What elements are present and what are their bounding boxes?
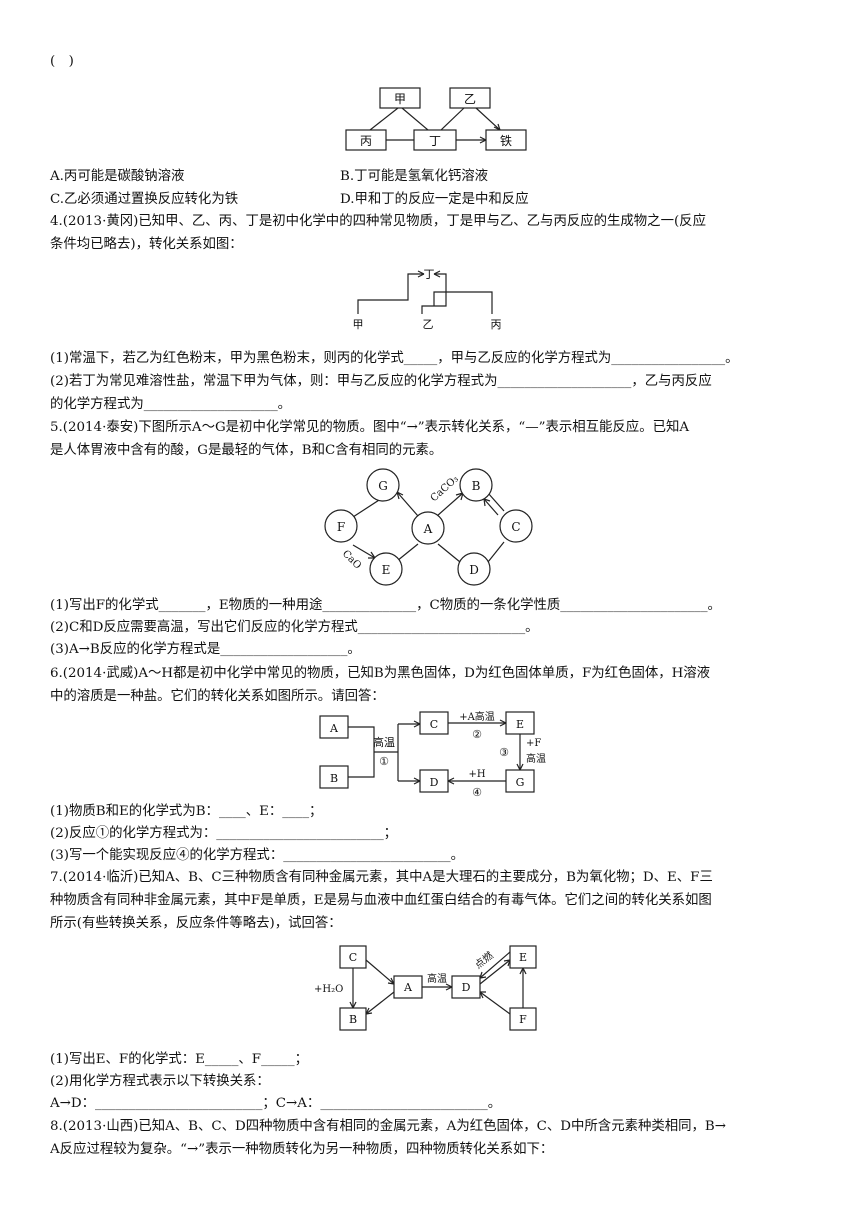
q3-node-ding: 丁 — [429, 134, 441, 148]
q7-diagram: C B A D E F 高温 +H₂O 点燃 — [314, 945, 537, 1031]
q6-label-step2: ② — [472, 728, 482, 741]
q8-stem-line2: A反应过程较为复杂。“→”表示一种物质转化为另一种物质，四种物质转化关系如下： — [50, 1142, 554, 1157]
q5-node-a: A — [423, 522, 433, 536]
q6-sub2: (2)反应①的化学方程式为：_________________________； — [50, 826, 398, 841]
q4-diagram: 丁 甲 乙 丙 — [353, 268, 502, 331]
q3-option-b: B.丁可能是氢氧化钙溶液 — [340, 169, 489, 184]
q5-stem-line2: 是人体胃液中含有的酸，G是最轻的气体，B和C含有相同的元素。 — [50, 443, 443, 458]
q6-label-step1: ① — [379, 755, 389, 768]
q6-label-plus-h: +H — [468, 769, 485, 780]
q3-node-yi: 乙 — [464, 92, 476, 106]
q4-sub2-line2: 的化学方程式为____________________。 — [50, 397, 292, 412]
q4-node-bing: 丙 — [491, 318, 502, 331]
q6-stem-line1: 6.(2014·武威)A～H都是初中化学中常见的物质，已知B为黑色固体，D为红色… — [50, 666, 711, 681]
q7-node-e: E — [519, 951, 527, 964]
q4-sub2-line1: (2)若丁为常见难溶性盐，常温下甲为气体，则：甲与乙反应的化学方程式为_____… — [50, 374, 712, 389]
q3-diagram: 甲 乙 丙 丁 铁 — [345, 87, 527, 151]
q7-sub2: (2)用化学方程式表示以下转换关系： — [50, 1074, 270, 1089]
q7-node-b: B — [349, 1013, 357, 1026]
q6-label-gaowen3: 高温 — [526, 752, 546, 765]
q7-node-c: C — [349, 951, 357, 964]
q3-option-c: C.乙必须通过置换反应转化为铁 — [50, 192, 239, 207]
q7-node-f: F — [519, 1013, 527, 1026]
q6-node-c: C — [430, 718, 438, 731]
q4-node-jia: 甲 — [353, 318, 364, 331]
q6-node-d: D — [430, 776, 439, 789]
q7-node-a: A — [403, 981, 413, 994]
q6-stem-line2: 中的溶质是一种盐。它们的转化关系如图所示。请回答： — [50, 689, 385, 704]
q4-stem-line1: 4.(2013·黄冈)已知甲、乙、丙、丁是初中化学中的四种常见物质，丁是甲与乙、… — [50, 214, 706, 229]
q3-node-jia: 甲 — [394, 92, 406, 106]
q5-stem-line1: 5.(2014·泰安)下图所示A～G是初中化学常见的物质。图中“→”表示转化关系… — [50, 420, 690, 435]
q7-sub3: A→D：_________________________；C→A：______… — [50, 1096, 502, 1111]
q5-node-f: F — [337, 520, 345, 534]
q4-node-ding: 丁 — [424, 268, 435, 281]
q5-node-e: E — [382, 563, 391, 577]
q7-label-plus-water: +H₂O — [314, 984, 343, 995]
q6-sub1: (1)物质B和E的化学式为B：____、E：____； — [50, 804, 323, 819]
q6-label-step3: ③ — [499, 746, 509, 759]
q6-label-gaowen: 高温 — [373, 735, 395, 749]
q3-node-tie: 铁 — [500, 134, 512, 148]
q7-stem-line1: 7.(2014·临沂)已知A、B、C三种物质含有同种金属元素，其中A是大理石的主… — [50, 870, 713, 885]
q5-node-b: B — [472, 479, 481, 493]
q5-label-cao: CaO — [340, 548, 363, 571]
q3-option-a: A.丙可能是碳酸钠溶液 — [50, 169, 185, 184]
q8-stem-line1: 8.(2013·山西)已知A、B、C、D四种物质中含有相同的金属元素，A为红色固… — [50, 1119, 726, 1134]
q6-label-plus-a-gaowen: +A高温 — [459, 710, 495, 723]
q7-node-d: D — [462, 981, 471, 994]
q6-node-e: E — [516, 718, 524, 731]
q7-label-gaowen: 高温 — [427, 972, 447, 985]
q6-node-g: G — [516, 776, 525, 789]
q7-stem-line2: 种物质含有同种非金属元素，其中F是单质，E是易与血液中血红蛋白结合的有毒气体。它… — [50, 893, 712, 908]
q5-diagram: G F E A B C D CaCO₃ CaO — [324, 468, 533, 586]
q5-sub3: (3)A→B反应的化学方程式是___________________。 — [50, 642, 361, 657]
q5-node-g: G — [378, 479, 388, 493]
q6-node-a: A — [329, 722, 339, 735]
q3-node-bing: 丙 — [360, 134, 372, 148]
q5-node-c: C — [511, 520, 520, 534]
q6-node-b: B — [330, 772, 338, 785]
q7-sub1: (1)写出E、F的化学式：E_____、F_____； — [50, 1052, 308, 1067]
q5-node-d: D — [469, 563, 479, 577]
q3-answer-bracket: ( ) — [50, 54, 74, 69]
q5-sub1: (1)写出F的化学式_______，E物质的一种用途______________… — [50, 598, 721, 613]
q3-option-d: D.甲和丁的反应一定是中和反应 — [340, 192, 529, 207]
q4-node-yi: 乙 — [423, 318, 434, 331]
q7-stem-line3: 所示(有些转换关系，反应条件等略去)，试回答： — [50, 916, 342, 931]
q4-sub1: (1)常温下，若乙为红色粉末，甲为黑色粉末，则丙的化学式_____，甲与乙反应的… — [50, 351, 739, 366]
q6-label-step4: ④ — [472, 786, 482, 799]
q6-diagram: A B C D E G 高温 ① +A高温 ② +F ③ 高温 +H ④ — [319, 710, 546, 799]
q6-sub3: (3)写一个能实现反应④的化学方程式：_____________________… — [50, 848, 464, 863]
q5-sub2: (2)C和D反应需要高温，写出它们反应的化学方程式_______________… — [50, 620, 539, 635]
q6-label-plus-f: +F — [526, 738, 541, 749]
q4-stem-line2: 条件均已略去)，转化关系如图： — [50, 237, 243, 252]
